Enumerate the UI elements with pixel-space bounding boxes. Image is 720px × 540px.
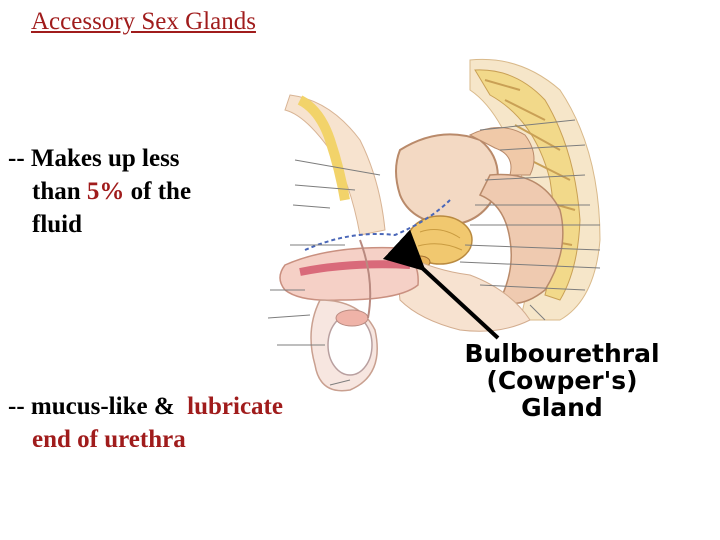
callout-line2: (Cowper's) [486,366,638,395]
epididymis [335,309,369,327]
bullet-fluid-percentage: -- Makes up less than 5% of the fluid [8,142,191,241]
bladder [395,133,499,227]
bullet1-line2-text: than [32,178,87,205]
bullet1-line1: -- Makes up less [8,145,180,172]
lubricate-highlight: lubricate [187,393,283,420]
callout-line1: Bulbourethral [464,339,660,368]
slide-title: Accessory Sex Glands [31,8,256,35]
bullet1-line2: than 5% of the [8,175,191,208]
bullet2-line2: end of urethra [32,426,186,453]
bullet2-line1-text: -- mucus-like & [8,393,188,420]
bullet1-line3: fluid [32,211,83,238]
callout-line3: Gland [521,393,603,422]
percentage-highlight: 5% [86,178,125,205]
perineum [394,249,531,332]
leader-lines [267,119,601,386]
callout-arrow [382,229,500,340]
bullet-lubricate: -- mucus-like & lubricate end of urethra [8,390,283,456]
bullet1-line2-tail: of the [124,178,192,205]
rectum [478,173,564,305]
bulbourethral-gland-label: Bulbourethral (Cowper's) Gland [462,340,662,421]
bullet2-line1: -- mucus-like & lubricate [8,390,283,423]
